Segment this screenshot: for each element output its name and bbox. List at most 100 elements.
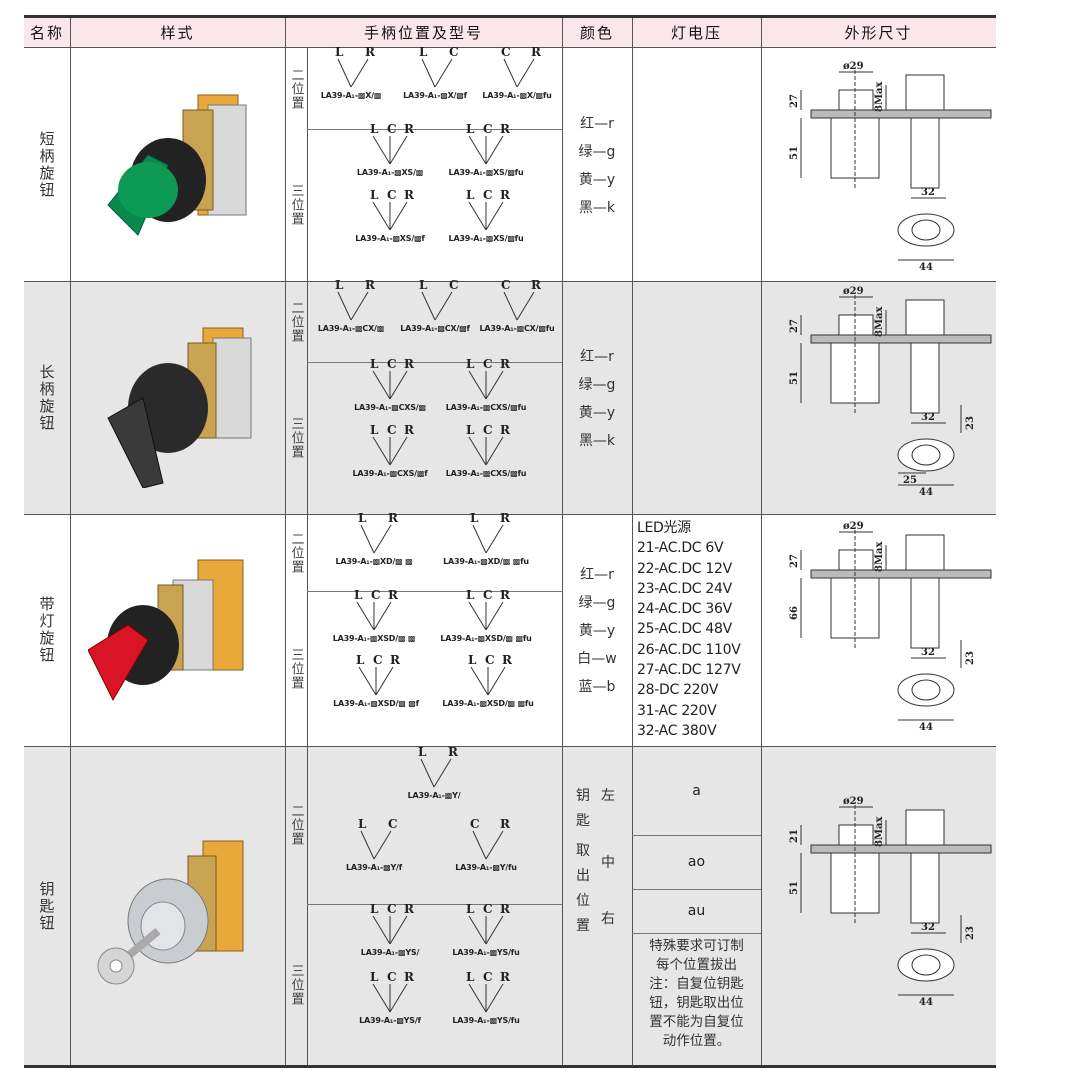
- position-letter: C: [483, 423, 493, 437]
- position-letter: R: [404, 423, 414, 437]
- key-note: 特殊要求可订制每个位置拔出注：自复位钥匙钮，钥匙取出位置不能为自复位动作位置。: [632, 937, 761, 1051]
- position-letter: L: [419, 45, 428, 59]
- dimension-label: 27: [789, 319, 800, 333]
- handle-lines: [472, 524, 504, 554]
- position-letter: R: [365, 278, 375, 292]
- handle-lines: [337, 58, 369, 88]
- handle-lines: [468, 370, 504, 400]
- handle-lines: [472, 830, 504, 860]
- model-number: LA39-A₁-▩X/▩fu: [482, 91, 552, 100]
- dimension-label: ø29: [843, 286, 864, 297]
- position-letter: L: [358, 817, 367, 831]
- pos3-label: 三位置: [288, 417, 304, 459]
- handle-lines: [503, 58, 535, 88]
- position-letter: C: [483, 588, 493, 602]
- position-letter: L: [335, 45, 344, 59]
- dimension-label: 44: [919, 722, 933, 733]
- key-col-char: 匙: [576, 813, 590, 829]
- dimension-label: ø29: [843, 796, 864, 807]
- handle-lines: [421, 58, 453, 88]
- handle-lines: [468, 436, 504, 466]
- header-voltage: 灯电压: [632, 18, 761, 47]
- model-number: LA39-A₁-▩X/▩f: [403, 91, 467, 100]
- position-letter: R: [500, 817, 510, 831]
- model-number: LA39-A₁-▩CX/▩f: [400, 324, 470, 333]
- handle-lines: [372, 915, 408, 945]
- header-handle: 手柄位置及型号: [285, 18, 562, 47]
- handle-lines: [421, 291, 453, 321]
- key-col-char: 钥: [576, 788, 590, 804]
- position-letter: R: [388, 588, 398, 602]
- position-letter: L: [466, 357, 475, 371]
- row-name-key-knob: 钥匙钮: [37, 880, 56, 932]
- key-code-ao: ao: [687, 854, 706, 870]
- product-image-lamp-knob: [70, 514, 285, 746]
- dimension-label: 23: [965, 926, 976, 940]
- color-code: 红—r: [580, 567, 614, 583]
- voltage-item: 22-AC.DC 12V: [637, 560, 732, 577]
- position-letter: R: [531, 278, 541, 292]
- position-letter: L: [419, 278, 428, 292]
- model-number: LA39-A₁-▩CXS/▩f: [352, 469, 428, 478]
- position-letter: R: [404, 357, 414, 371]
- dimension-label: 44: [919, 262, 933, 273]
- voltage-item: 32-AC 380V: [637, 722, 717, 739]
- key-col-char: 位: [576, 893, 590, 909]
- model-number: LA39-A₁-▩YS/fu: [452, 1016, 520, 1025]
- pos3-label: 三位置: [288, 184, 304, 226]
- handle-lines: [468, 201, 504, 231]
- position-letter: L: [358, 511, 367, 525]
- dimension-label: 32: [921, 187, 935, 198]
- position-letter: C: [371, 588, 381, 602]
- handle-lines: [470, 666, 506, 696]
- model-number: LA39-A₁-▩Y/: [407, 791, 461, 800]
- dimension-label: ø29: [843, 521, 864, 532]
- voltage-item: 28-DC 220V: [637, 682, 719, 699]
- model-number: LA39-A₁-▩XD/▩ ▩: [335, 557, 413, 566]
- position-letter: C: [483, 970, 493, 984]
- position-letter: C: [387, 122, 397, 136]
- dimension-label: 32: [921, 647, 935, 658]
- position-letter: R: [404, 970, 414, 984]
- model-number: LA39-A₁-▩XSD/▩ ▩fu: [442, 699, 534, 708]
- dimension-label: 8Max: [874, 80, 885, 112]
- position-letter: R: [390, 653, 400, 667]
- color-code: 蓝—b: [578, 679, 616, 695]
- position-letter: C: [483, 122, 493, 136]
- product-table: 名称 样式 手柄位置及型号 颜色 灯电压 外形尺寸 短柄旋钮 长柄旋钮 带灯旋钮…: [24, 15, 996, 1068]
- key-col-char: 取: [576, 843, 590, 859]
- position-letter: R: [500, 122, 510, 136]
- dimension-label: 23: [965, 651, 976, 665]
- pos2-label: 二位置: [288, 804, 304, 846]
- voltage-item: LED光源: [637, 520, 691, 536]
- product-image-short-knob: [70, 48, 285, 281]
- pos3-label: 三位置: [288, 647, 304, 690]
- handle-lines: [468, 601, 504, 631]
- dimension-label: ø29: [843, 61, 864, 72]
- dimension-label: 66: [789, 606, 800, 620]
- position-letter: R: [500, 588, 510, 602]
- position-letter: C: [483, 902, 493, 916]
- handle-lines: [372, 201, 408, 231]
- model-number: LA39-A₁-▩XS/▩f: [355, 234, 425, 243]
- color-code: 黄—y: [578, 623, 616, 639]
- key-col-char: 出: [576, 868, 590, 884]
- note-line: 注：自复位钥匙: [649, 976, 744, 992]
- header-color: 颜色: [562, 18, 632, 47]
- model-number: LA39-A₁-▩XD/▩ ▩fu: [443, 557, 529, 566]
- position-letter: C: [387, 423, 397, 437]
- dimension-label: 32: [921, 922, 935, 933]
